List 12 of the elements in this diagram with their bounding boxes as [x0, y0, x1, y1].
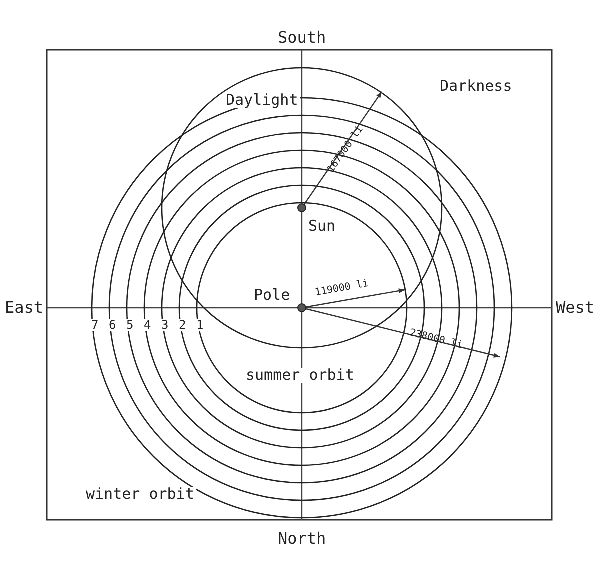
orbit-number: 7	[90, 319, 101, 331]
orbit-number: 4	[142, 319, 154, 331]
orbit-number: 2	[177, 319, 188, 331]
region-label: Daylight	[224, 92, 300, 108]
orbit-number: 1	[194, 319, 206, 331]
orbit-number: 5	[124, 319, 136, 331]
orbit-number: 3	[160, 319, 171, 331]
orbit-number: 6	[107, 319, 118, 331]
dimension-label: 119000 li	[313, 279, 371, 299]
point-label: Pole	[252, 288, 292, 302]
orbit-label: winter orbit	[84, 486, 196, 502]
dimension-label: 238000 li	[408, 328, 465, 352]
